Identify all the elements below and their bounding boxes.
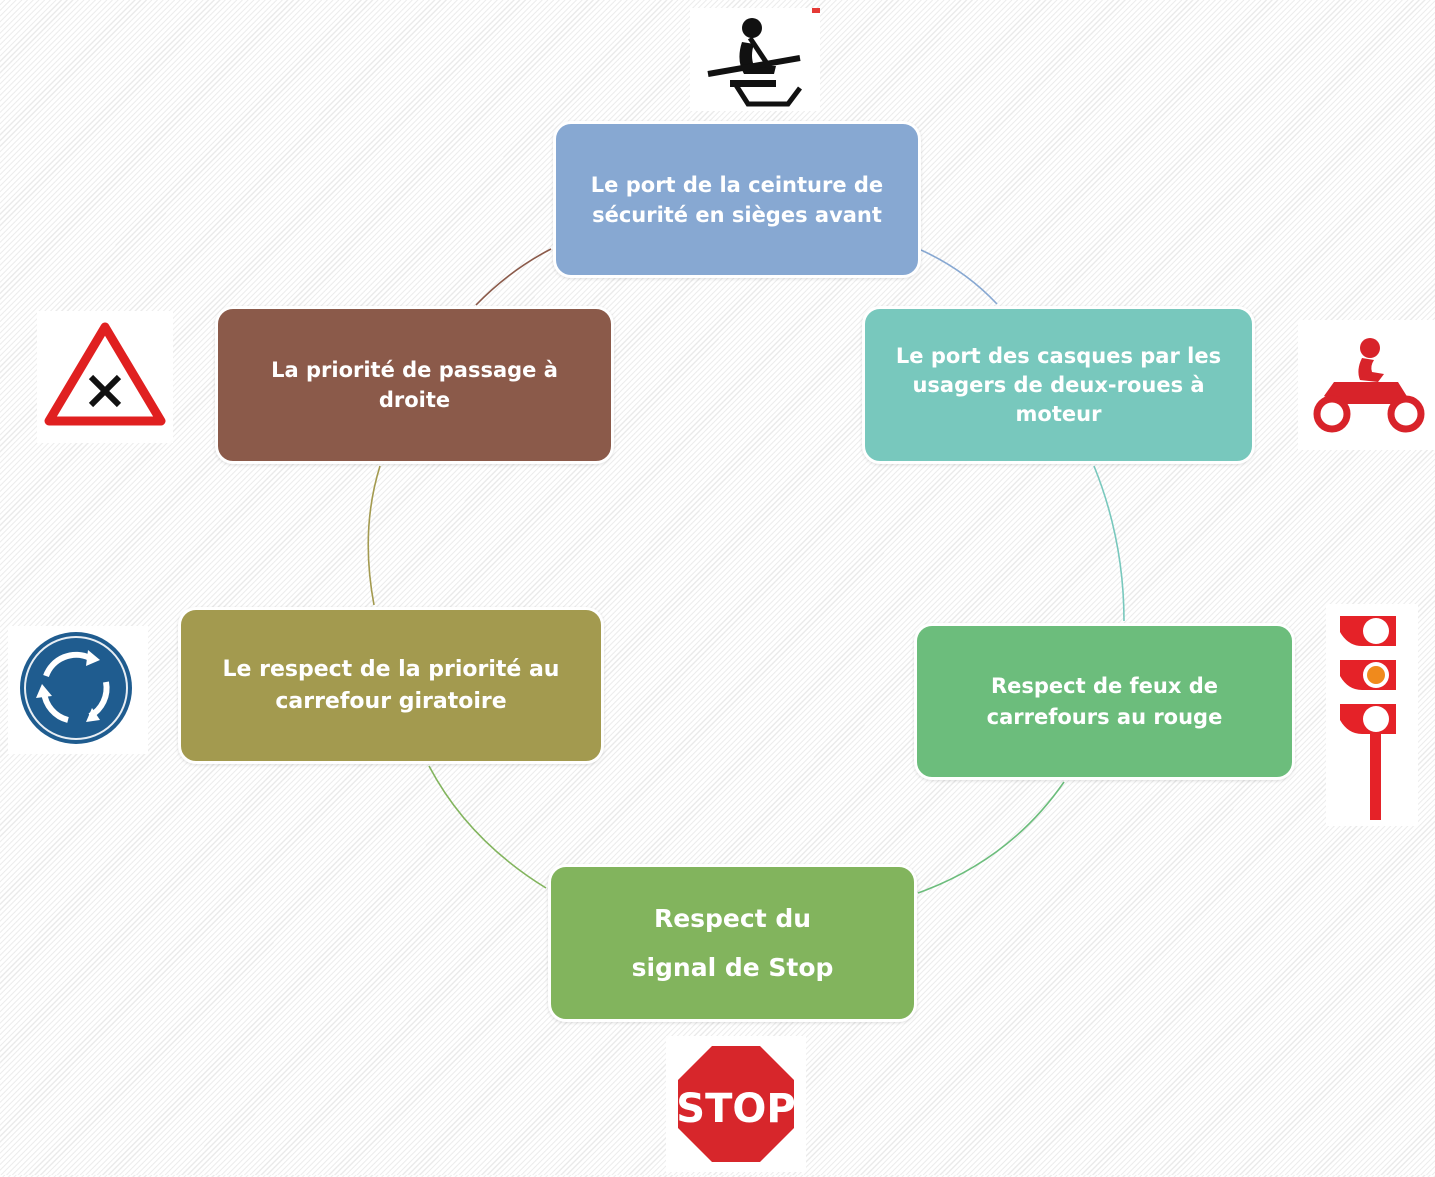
node-helmet: Le port des casques par les usagers de d… bbox=[862, 306, 1255, 464]
connector-seatbelt-helmet bbox=[920, 249, 998, 305]
node-seatbelt: Le port de la ceinture de sécurité en si… bbox=[553, 121, 921, 278]
node-helmet-label: Le port des casques par les usagers de d… bbox=[895, 343, 1222, 426]
connector-helmet-red-light bbox=[1093, 465, 1125, 622]
node-roundabout: Le respect de la priorité au carrefour g… bbox=[178, 607, 604, 764]
priority-right-sign-icon bbox=[37, 311, 173, 443]
node-seatbelt-label: Le port de la ceinture de sécurité en si… bbox=[590, 172, 884, 227]
node-red-light: Respect de feux de carrefours au rouge bbox=[914, 623, 1295, 780]
connector-stop-roundabout bbox=[428, 765, 547, 889]
connector-red-light-stop bbox=[917, 781, 1065, 894]
motorcycle-icon bbox=[1298, 320, 1435, 450]
connector-roundabout-right-priority bbox=[367, 465, 381, 606]
node-red-light-label: Respect de feux de carrefours au rouge bbox=[986, 673, 1223, 729]
seatbelt-icon bbox=[690, 8, 820, 111]
connector-right-priority-seatbelt bbox=[475, 248, 552, 306]
node-stop-label: Respect du signal de Stop bbox=[631, 904, 834, 982]
stop-sign-text: STOP bbox=[676, 1086, 795, 1132]
node-roundabout-label: Le respect de la priorité au carrefour g… bbox=[222, 656, 560, 714]
node-right-priority-label: La priorité de passage à droite bbox=[271, 358, 558, 412]
traffic-light-icon bbox=[1326, 604, 1418, 826]
roundabout-sign-icon bbox=[8, 626, 148, 754]
node-right-priority: La priorité de passage à droite bbox=[215, 306, 614, 464]
stop-sign-icon: STOP bbox=[666, 1036, 806, 1172]
node-stop: Respect du signal de Stop bbox=[548, 864, 917, 1022]
